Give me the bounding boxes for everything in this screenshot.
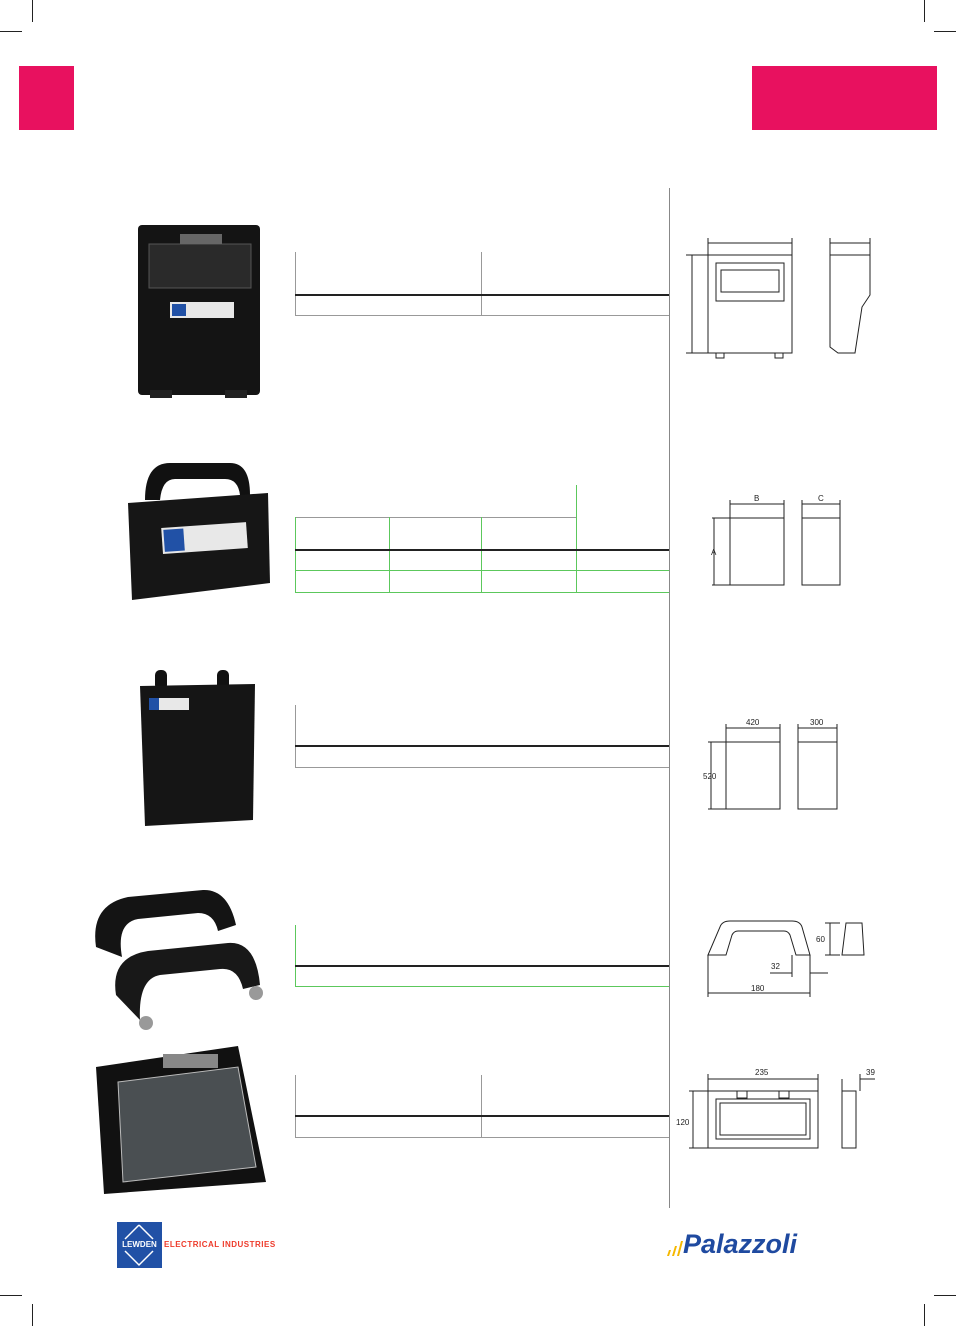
palazzoli-logo: Palazzoli <box>665 1229 840 1262</box>
dim-label-height: 520 <box>703 772 717 781</box>
crop-mark <box>32 0 33 22</box>
crop-mark <box>32 1304 33 1326</box>
product-image-enclosure-window <box>138 225 260 398</box>
drawing-generic-dimensions: B C A <box>711 494 841 586</box>
drawing-enclosure-dimensions: 420 300 520 <box>703 718 838 810</box>
drawing-window-dimensions: 235 39 120 <box>676 1068 875 1149</box>
crop-mark <box>934 1295 956 1296</box>
palazzoli-wordmark: Palazzoli <box>683 1229 798 1259</box>
dim-label-handle-offset: 32 <box>771 962 780 971</box>
crop-mark <box>924 0 925 22</box>
dim-label-width: 420 <box>746 718 760 727</box>
crop-mark <box>0 1295 22 1296</box>
product-image-window <box>96 1046 266 1194</box>
lewden-mark: LEWDEN <box>122 1240 157 1249</box>
product-image-enclosure-handle <box>128 463 270 600</box>
dim-label-window-width: 235 <box>755 1068 769 1077</box>
crop-mark <box>924 1304 925 1326</box>
dim-label-handle-length: 180 <box>751 984 765 993</box>
product-image-enclosure-large <box>140 670 255 826</box>
crop-mark <box>934 31 956 32</box>
dim-label-window-depth: 39 <box>866 1068 875 1077</box>
dim-label-height: A <box>711 548 717 557</box>
column-divider <box>669 188 670 1208</box>
lewden-logo: LEWDEN <box>117 1222 162 1268</box>
dim-label-handle-height: 60 <box>816 935 825 944</box>
lewden-text: ELECTRICAL INDUSTRIES <box>164 1240 276 1249</box>
product-image-handles <box>95 889 263 1030</box>
dim-label-width: B <box>754 494 759 503</box>
drawing-handle-dimensions: 60 32 180 <box>707 920 865 997</box>
section-header-right <box>752 66 937 130</box>
drawing-enclosure-window <box>686 238 871 359</box>
dim-label-depth: C <box>818 494 824 503</box>
crop-mark <box>0 31 22 32</box>
dim-label-window-height: 120 <box>676 1118 690 1127</box>
dim-label-depth: 300 <box>810 718 824 727</box>
section-tab-left <box>19 66 74 130</box>
